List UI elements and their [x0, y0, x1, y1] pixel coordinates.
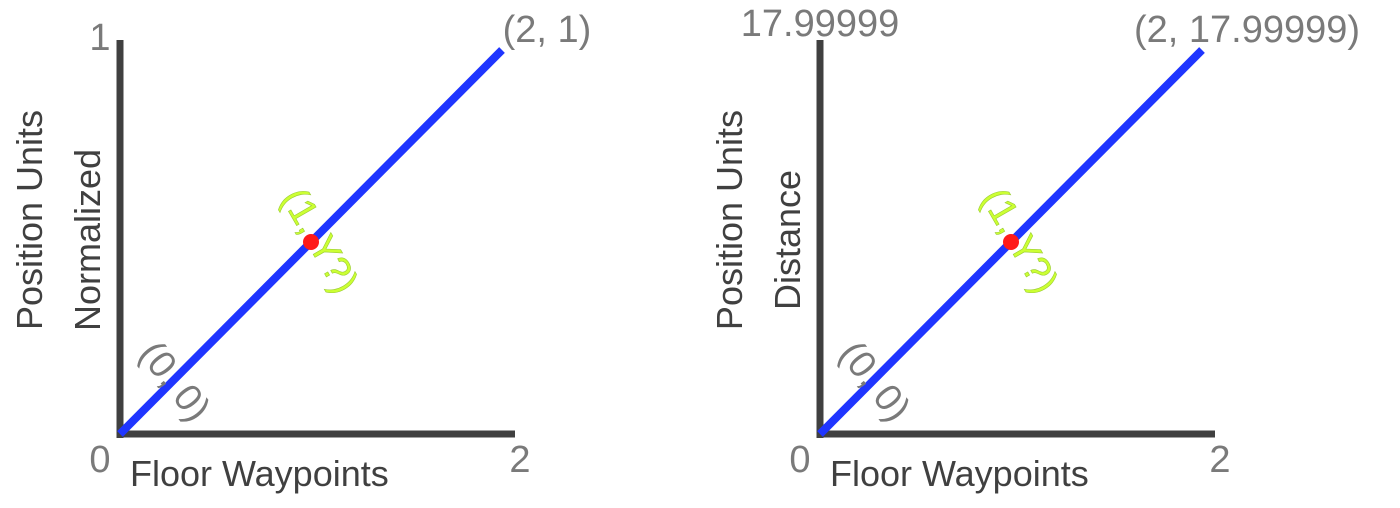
- chart1-y-axis-title-line2: Normalized: [67, 149, 108, 331]
- chart2-x-axis-title: Floor Waypoints: [830, 453, 1089, 494]
- chart2-midpoint-marker: [1003, 233, 1019, 250]
- chart2-x-tick-label: 0: [789, 439, 810, 481]
- chart1-end-point-label: (2, 1): [503, 9, 592, 51]
- chart2-y-axis-title-line2: Distance: [767, 170, 808, 310]
- chart2-x-tick-label: 2: [1209, 439, 1230, 481]
- chart1-y-axis-title-line1: Position Units: [9, 110, 50, 330]
- chart2-end-point-label: (2, 17.99999): [1134, 9, 1360, 51]
- chart1-y-tick-label: 1: [89, 17, 110, 59]
- chart1-x-tick-label: 2: [509, 439, 530, 481]
- chart2-y-axis-title-line1: Position Units: [709, 110, 750, 330]
- chart1-midpoint-marker: [303, 234, 319, 250]
- chart1-x-axis-title: Floor Waypoints: [130, 453, 389, 494]
- chart1-x-tick-label: 0: [89, 439, 110, 481]
- chart2-y-tick-label: 17.99999: [741, 3, 900, 45]
